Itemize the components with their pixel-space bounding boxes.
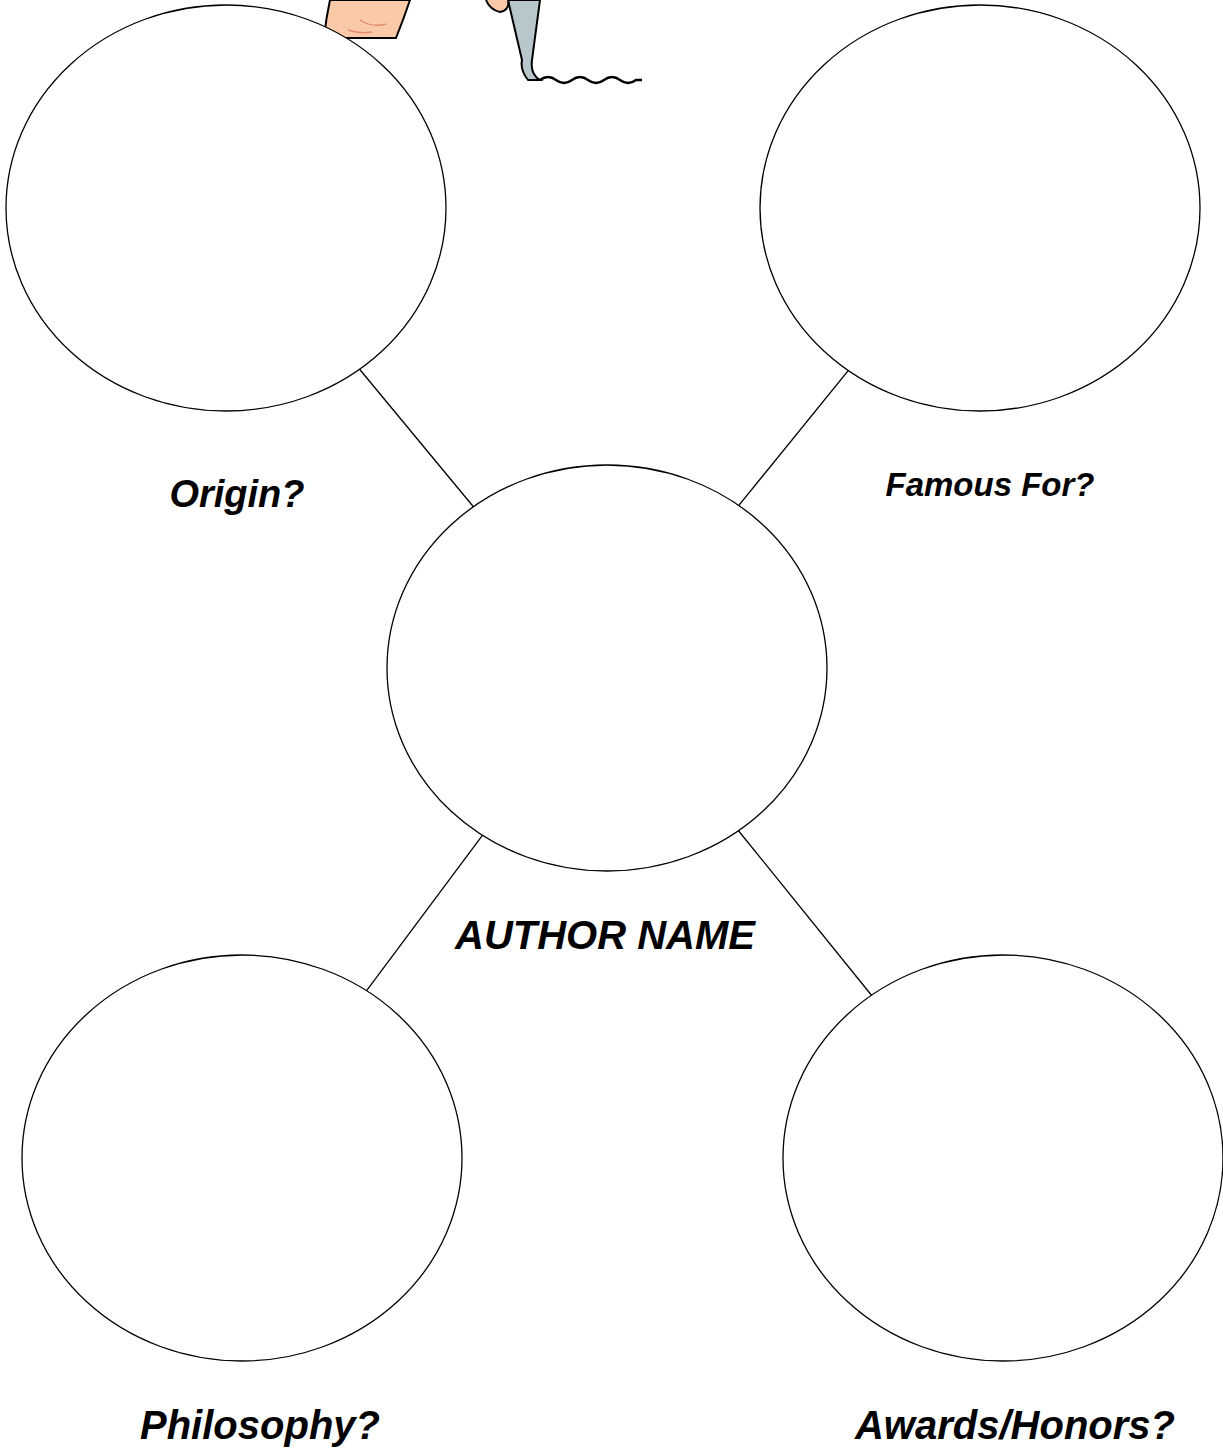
topic-label: Origin? xyxy=(169,473,304,517)
topic-circle: AUTHOR NAME xyxy=(386,464,828,872)
connector-line xyxy=(360,369,474,506)
circle-outline xyxy=(782,954,1223,1362)
topic-circle: Famous For? xyxy=(759,4,1201,412)
circle-outline xyxy=(21,954,463,1362)
circle-outline xyxy=(759,4,1201,412)
topic-circle: Origin? xyxy=(5,4,447,412)
connector-line xyxy=(739,831,872,996)
pen-finger xyxy=(486,0,508,12)
topic-label: Philosophy? xyxy=(140,1402,380,1448)
topic-label: Awards/Honors? xyxy=(855,1402,1175,1448)
ink-squiggle xyxy=(540,77,642,83)
connector-stroke xyxy=(739,831,872,996)
circle-shape xyxy=(6,5,446,411)
connector-line xyxy=(739,371,848,506)
circle-shape xyxy=(783,955,1223,1361)
circle-outline xyxy=(5,4,447,412)
circle-outline xyxy=(386,464,828,872)
connector-stroke xyxy=(360,369,474,506)
circle-shape xyxy=(387,465,827,871)
circle-shape xyxy=(22,955,462,1361)
connector-stroke xyxy=(739,371,848,506)
topic-label: Famous For? xyxy=(885,466,1094,504)
topic-label: AUTHOR NAME xyxy=(455,912,755,958)
topic-circle: Philosophy? xyxy=(21,954,463,1362)
pen-body xyxy=(508,0,540,80)
circle-shape xyxy=(760,5,1200,411)
hand-crease xyxy=(348,20,386,33)
topic-circle: Awards/Honors? xyxy=(782,954,1223,1362)
